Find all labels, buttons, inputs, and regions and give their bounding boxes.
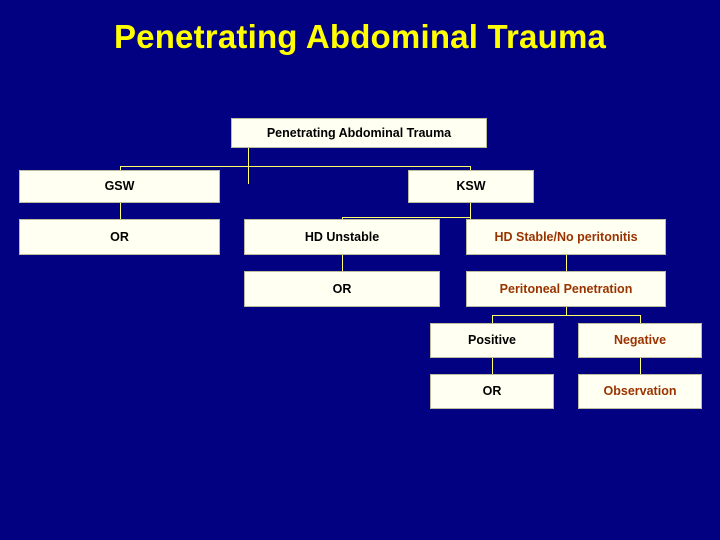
connector-positive-drop — [492, 315, 493, 324]
node-hd-stable[interactable]: HD Stable/No peritonitis — [466, 219, 666, 255]
connector-ksw-down — [470, 203, 471, 217]
node-root[interactable]: Penetrating Abdominal Trauma — [231, 118, 487, 148]
connector-hd-unstable-to-or — [342, 255, 343, 272]
page-title: Penetrating Abdominal Trauma — [113, 18, 607, 55]
node-hd-unstable[interactable]: HD Unstable — [244, 219, 440, 255]
connector-hd-stable-to-peritoneal — [566, 255, 567, 272]
node-ksw[interactable]: KSW — [408, 170, 534, 203]
connector-ksw-split — [342, 217, 470, 218]
connector-peritoneal-split — [492, 315, 640, 316]
connector-negative-to-observation — [640, 358, 641, 375]
node-unstable-or[interactable]: OR — [244, 271, 440, 307]
node-positive[interactable]: Positive — [430, 323, 554, 358]
connector-root-to-ksw-horizontal — [248, 166, 470, 167]
node-observation[interactable]: Observation — [578, 374, 702, 409]
connector-gsw-to-or — [120, 203, 121, 219]
connector-positive-to-or — [492, 358, 493, 375]
connector-negative-drop — [640, 315, 641, 324]
node-negative[interactable]: Negative — [578, 323, 702, 358]
node-peritoneal-penetration[interactable]: Peritoneal Penetration — [466, 271, 666, 307]
node-positive-or[interactable]: OR — [430, 374, 554, 409]
connector-peritoneal-down — [566, 307, 567, 315]
connector-root-to-gsw-horizontal — [120, 166, 248, 167]
node-gsw[interactable]: GSW — [19, 170, 220, 203]
node-gsw-or[interactable]: OR — [19, 219, 220, 255]
